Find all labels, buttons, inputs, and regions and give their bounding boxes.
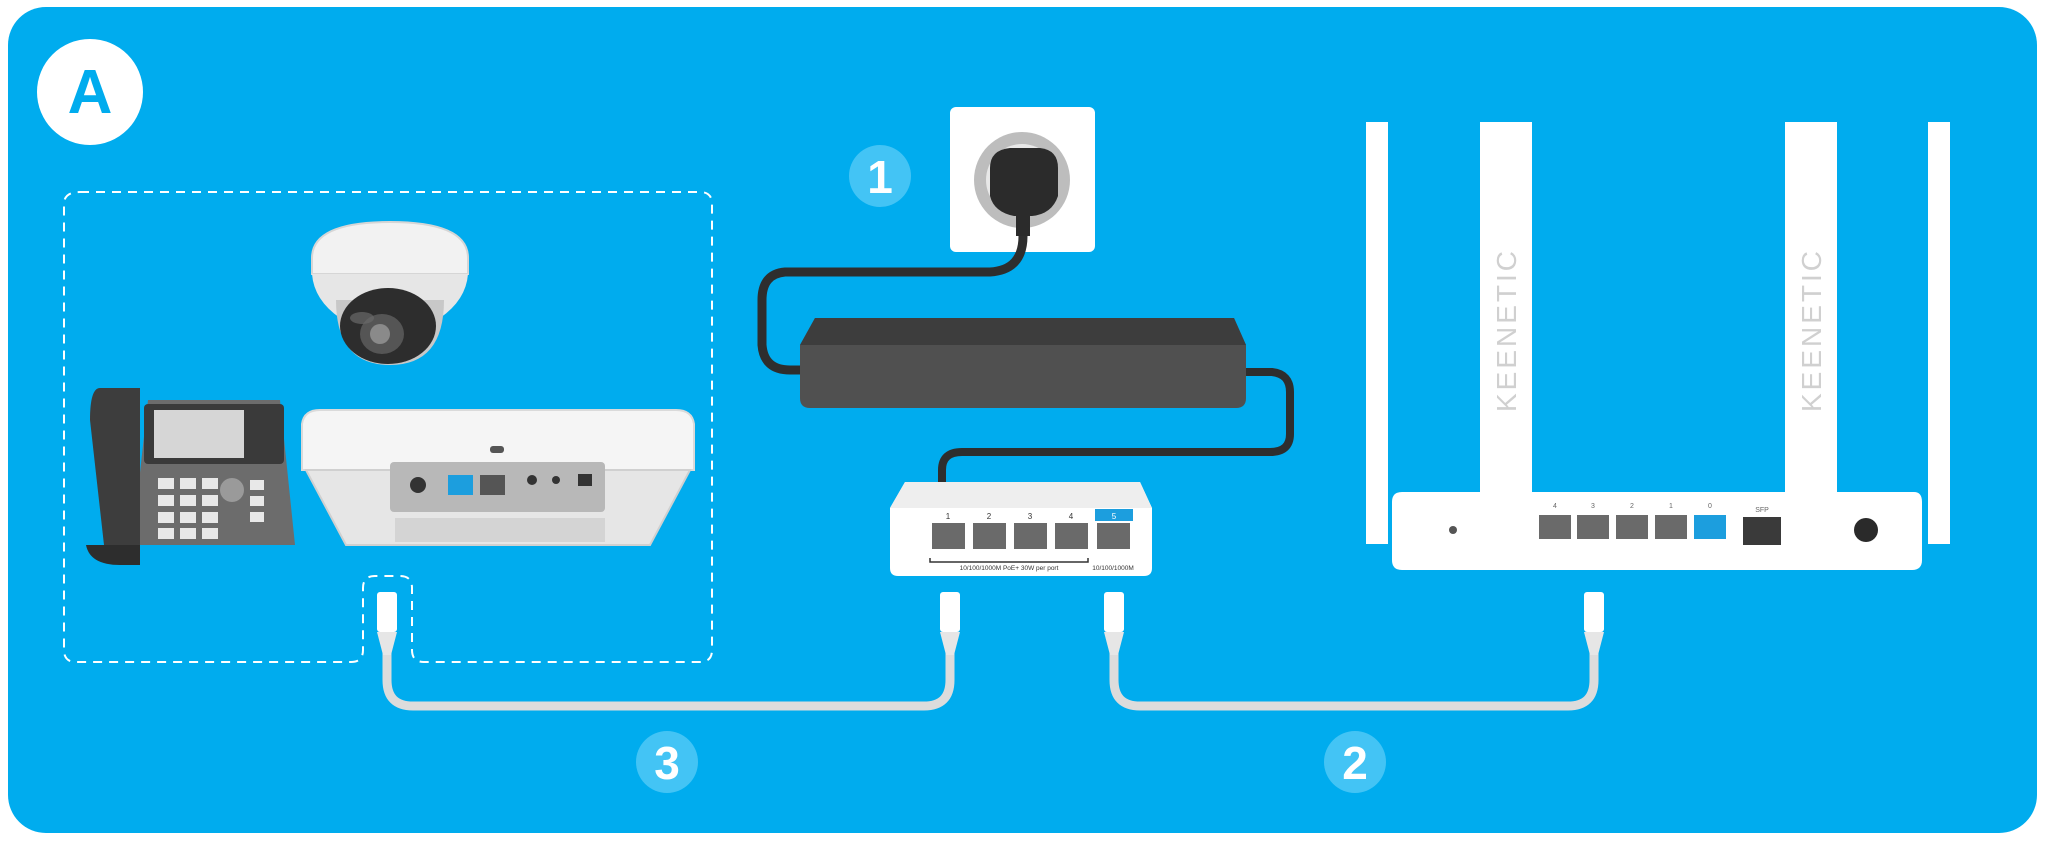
step-3-label: 3 [654, 737, 680, 789]
step-2-label: 2 [1342, 737, 1368, 789]
svg-text:1: 1 [946, 512, 951, 521]
svg-text:3: 3 [1028, 512, 1033, 521]
svg-text:SFP: SFP [1755, 507, 1769, 514]
svg-text:4: 4 [1553, 503, 1557, 510]
access-point [301, 409, 695, 546]
svg-text:1: 1 [1669, 503, 1673, 510]
router-brand-right: KEENETIC [1796, 248, 1827, 412]
svg-text:0: 0 [1708, 503, 1712, 510]
svg-text:5: 5 [1112, 512, 1117, 521]
step-1-badge: 1 [849, 145, 911, 207]
cable-device-switch [377, 592, 960, 711]
ip-phone [86, 388, 295, 565]
cable-switch-router [1104, 592, 1604, 711]
switch-ports [932, 523, 1130, 549]
step-1-label: 1 [867, 151, 893, 203]
power-cable [757, 235, 1028, 375]
panel-badge: A [37, 39, 143, 145]
device-group-frame [63, 191, 713, 663]
svg-text:2: 2 [1630, 503, 1634, 510]
router-brand-left: KEENETIC [1491, 248, 1522, 412]
svg-text:4: 4 [1069, 512, 1074, 521]
antenna-1 [1366, 122, 1388, 544]
dome-camera [311, 220, 469, 365]
dc-cable [938, 368, 1294, 490]
router-ports [1539, 515, 1781, 545]
antenna-2 [1480, 122, 1532, 562]
router: KEENETIC KEENETIC 4 3 2 1 0 SFP [1366, 122, 1950, 570]
panel-label: A [68, 58, 113, 127]
power-supply [800, 318, 1246, 408]
step-2-badge: 2 [1324, 731, 1386, 793]
uplink-port-highlight [1095, 509, 1133, 521]
poe-switch: 1 2 3 4 5 10/100/1000M PoE+ 30W per port… [890, 482, 1152, 576]
switch-port-labels: 1 2 3 4 5 [946, 512, 1117, 521]
svg-text:3: 3 [1591, 503, 1595, 510]
power-outlet [950, 107, 1095, 252]
svg-text:2: 2 [987, 512, 992, 521]
antenna-4 [1928, 122, 1950, 544]
antenna-3 [1785, 122, 1837, 562]
poe-label: 10/100/1000M PoE+ 30W per port [960, 565, 1059, 572]
uplink-label: 10/100/1000M [1092, 565, 1134, 572]
router-port-labels: 4 3 2 1 0 SFP [1553, 503, 1769, 514]
step-3-badge: 3 [636, 731, 698, 793]
